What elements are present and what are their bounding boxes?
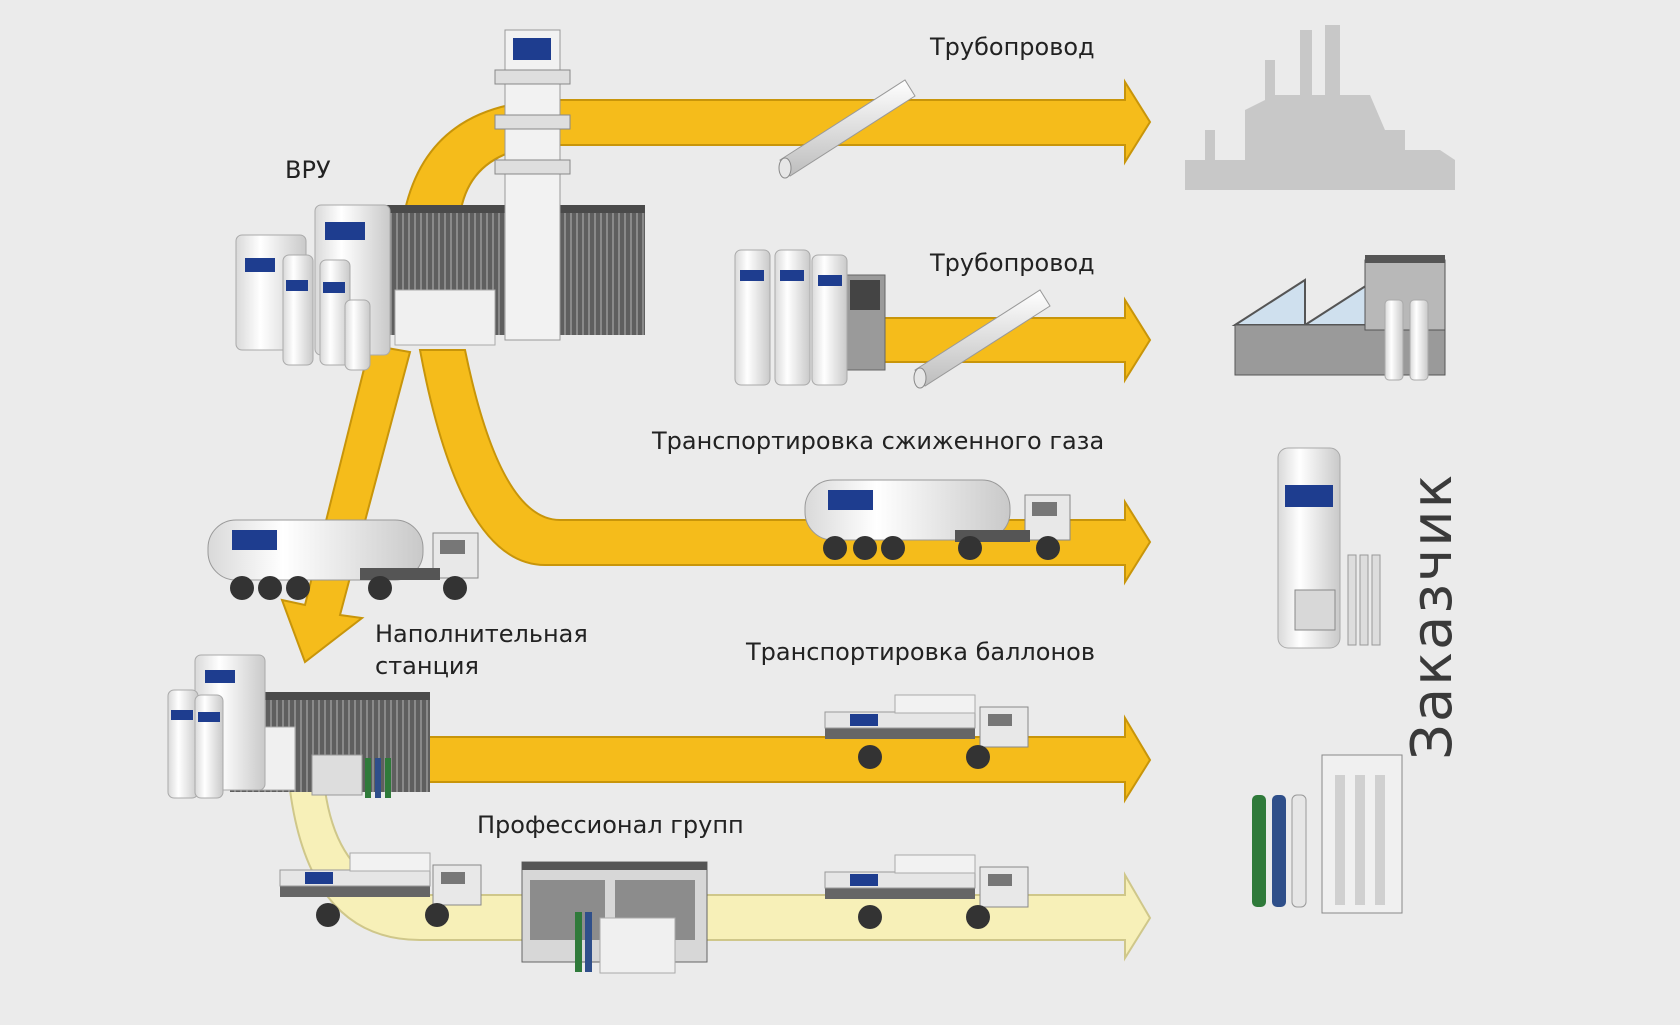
label-cylinder-transport: Транспортировка баллонов [746,638,1095,666]
professional-group-depot [521,861,708,974]
label-filling-station-line2: станция [375,652,479,680]
onsite-tank-plant [734,249,886,386]
customer-tank [1277,447,1381,649]
customer-cylinders [1252,754,1403,914]
label-filling-station-line1: Наполнительная [375,620,588,648]
filling-station [167,654,430,799]
pipe-1 [778,79,916,179]
pipe-2 [913,289,1051,389]
tanker-truck-filling [207,519,479,600]
linde-logo-column [513,38,551,60]
cylinder-truck-right [824,854,1029,929]
arrow-cylinder-transport [399,714,1152,804]
label-pipeline-1: Трубопровод [930,33,1095,61]
label-customer: Заказчик [1400,472,1465,760]
label-pipeline-2: Трубопровод [930,249,1095,277]
arrow-to-filling-station [280,343,412,664]
asu-plant [235,29,645,371]
tanker-truck-liquid [804,479,1071,560]
cylinder-truck-left [279,852,482,927]
arrow-pipeline-1 [403,78,1152,217]
customer-factory [1231,255,1446,381]
label-liquid-transport: Транспортировка сжиженного газа [652,427,1105,455]
label-professional-group: Профессионал групп [477,811,744,839]
customer-industrial-plant [1185,25,1455,190]
label-asu: ВРУ [285,156,331,184]
cylinder-truck-main [824,694,1029,769]
